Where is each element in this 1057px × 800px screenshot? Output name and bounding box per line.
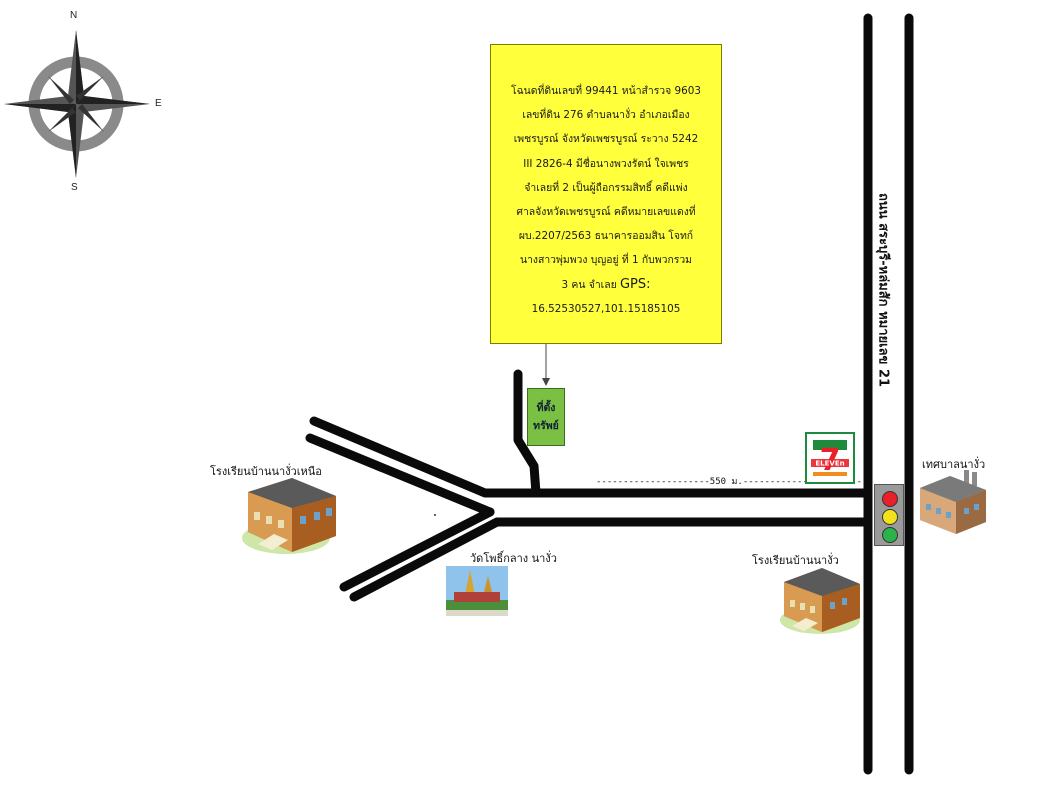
municipality-label: เทศบาลนางั่ว xyxy=(922,458,986,471)
highway-name-label: ถนน สระบุรี-หล่มสัก หมายเลข 21 xyxy=(875,192,891,388)
note-line: III 2826-4 มีชื่อนางพวงรัตน์ ใจเพชร xyxy=(523,157,689,170)
property-label-line2: ทรัพย์ xyxy=(533,420,559,432)
school-north-building-icon xyxy=(242,478,336,554)
school-north-label: โรงเรียนบ้านนางั่วเหนือ xyxy=(210,465,322,478)
compass-rose-icon xyxy=(4,30,150,178)
note-line: นางสาวพุ่มพวง บุญอยู่ ที่ 1 กับพวกรวม xyxy=(519,254,693,267)
store-brand-text: ELEVEn xyxy=(815,460,844,468)
branch-upper-2 xyxy=(305,433,495,517)
yellow-light xyxy=(882,509,898,525)
red-light xyxy=(882,491,898,507)
temple-image-icon xyxy=(446,566,508,616)
property-description-note: โฉนดที่ดินเลขที่ 99441 หน้าสำรวจ 9603 เล… xyxy=(490,44,722,344)
note-line: โฉนดที่ดินเลขที่ 99441 หน้าสำรวจ 9603 xyxy=(511,85,701,97)
seven-eleven-logo-icon: 7 ELEVEn xyxy=(805,432,855,484)
note-line: เพชรบูรณ์ จังหวัดเพชรบูรณ์ ระวาง 5242 xyxy=(513,133,699,146)
school-building-icon xyxy=(780,568,860,634)
property-location-marker: ที่ตั้ง ทรัพย์ xyxy=(527,388,565,446)
note-line: ศาลจังหวัดเพชรบูรณ์ คดีหมายเลขแดงที่ xyxy=(516,206,696,219)
property-label-line1: ที่ตั้ง xyxy=(536,402,556,414)
pointer-arrowhead xyxy=(542,378,550,386)
note-gps-line: 3 คน จำเลย GPS: xyxy=(495,273,717,297)
compass-north-label: N xyxy=(70,10,78,21)
branch-upper-1 xyxy=(309,416,490,498)
note-last-line-prefix: 3 คน จำเลย xyxy=(561,278,617,291)
compass-east-label: E xyxy=(155,98,162,109)
compass-south-label: S xyxy=(71,182,78,193)
temple-label: วัดโพธิ์กลาง นางั่ว xyxy=(470,552,557,565)
branch-lower-2 xyxy=(349,517,502,602)
distance-label: ---------------------550 ม.-------------… xyxy=(596,477,868,487)
branch-lower-1 xyxy=(339,507,495,592)
traffic-light-icon xyxy=(874,484,904,546)
access-lane xyxy=(513,369,541,498)
note-line: เลขที่ดิน 276 ตำบลนางั่ว อำเภอเมือง xyxy=(522,109,690,122)
note-line: ผบ.2207/2563 ธนาคารออมสิน โจทก์ xyxy=(518,230,694,243)
school-label: โรงเรียนบ้านนางั่ว xyxy=(752,554,839,567)
municipality-building-icon xyxy=(920,470,986,534)
small-mark xyxy=(434,514,436,516)
gps-coordinates: 16.52530527,101.15185105 xyxy=(531,302,681,315)
note-line: จำเลยที่ 2 เป็นผู้ถือกรรมสิทธิ์ คดีแพ่ง xyxy=(524,181,688,194)
green-light xyxy=(882,527,898,543)
gps-label: GPS: xyxy=(619,276,651,292)
